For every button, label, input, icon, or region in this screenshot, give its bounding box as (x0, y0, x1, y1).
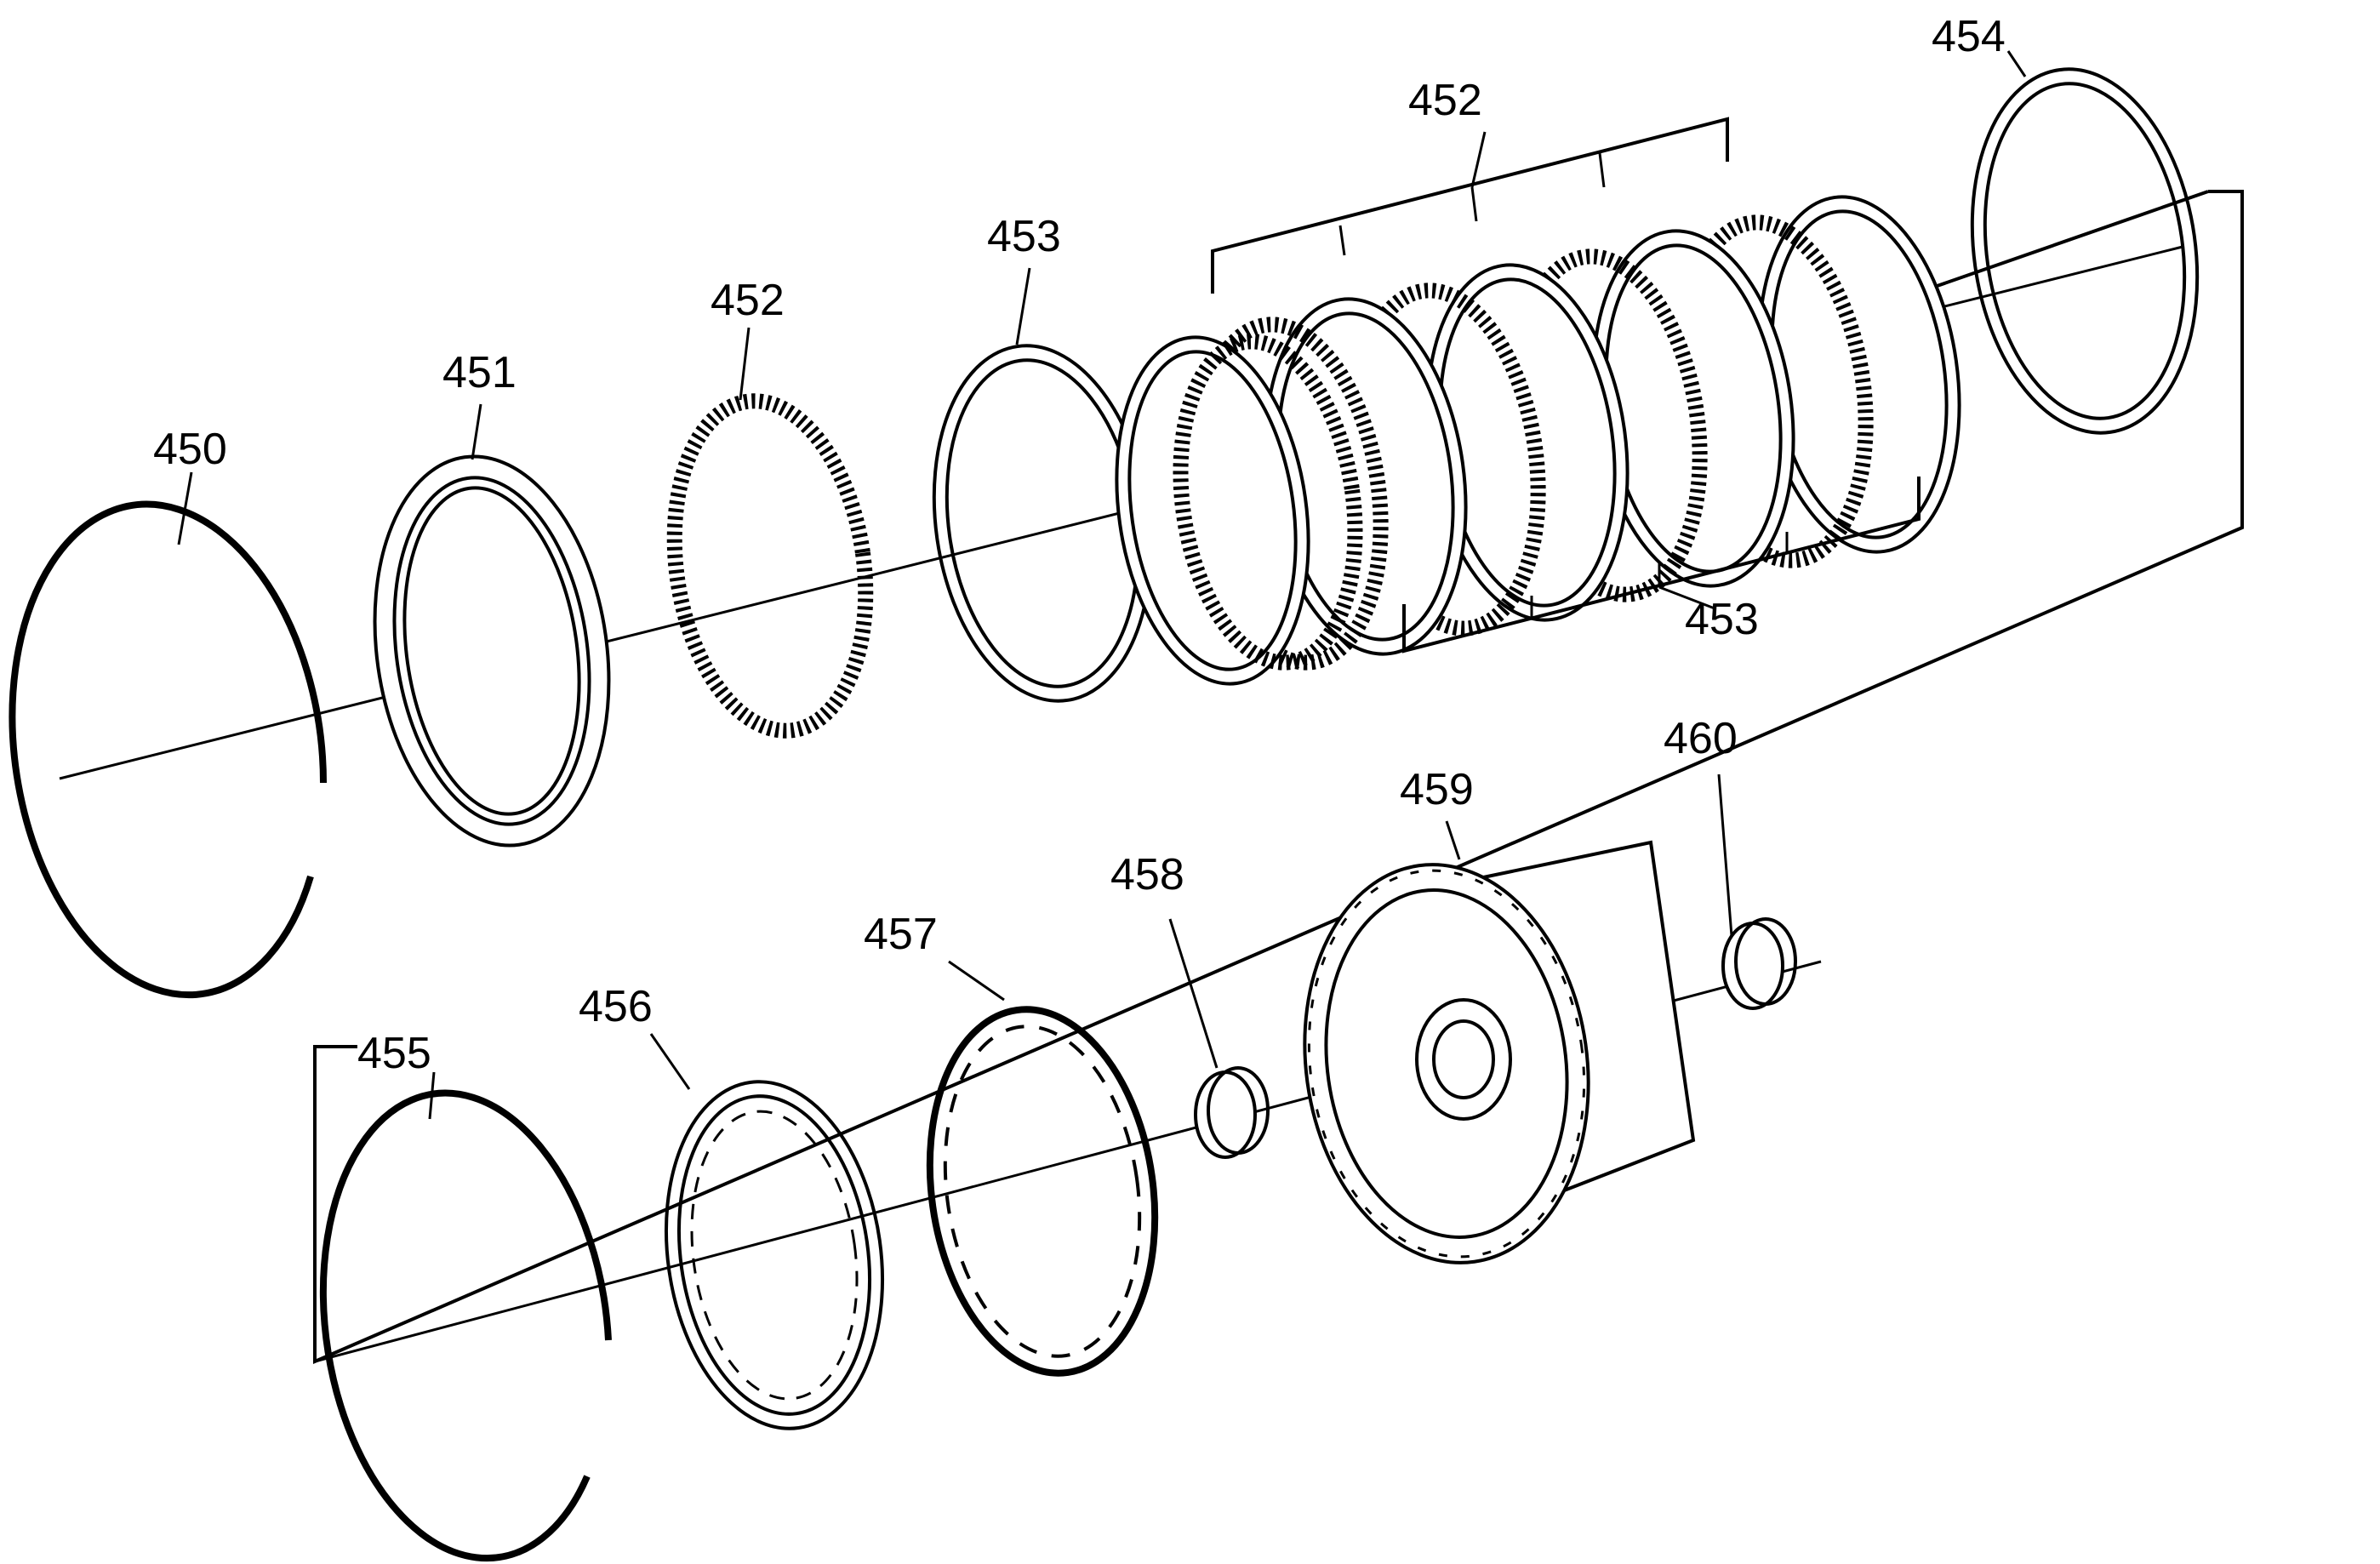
part-458-seal (1168, 918, 1270, 1159)
callout-451: 451 (442, 348, 517, 397)
part-460-bushing (1717, 773, 1797, 1010)
part-457-piston (926, 960, 1159, 1377)
callout-450: 450 (153, 425, 227, 474)
part-452-friction-plate (666, 327, 874, 739)
part-459-clutch-housing (1303, 820, 1696, 1264)
part-451-backing-plate (373, 403, 611, 848)
part-450-snap-ring (9, 471, 327, 999)
callout-453-single: 453 (987, 212, 1061, 261)
callout-459: 459 (1400, 765, 1474, 814)
callout-456: 456 (579, 982, 653, 1031)
callout-458: 458 (1110, 850, 1184, 899)
callout-453-group: 453 (1685, 595, 1759, 644)
callout-452-group: 452 (1408, 76, 1482, 125)
callout-454: 454 (1932, 12, 2006, 61)
bracket-452-group (1211, 117, 1729, 294)
clutch-pack-stack (1115, 195, 1961, 686)
part-454-steel-plate (1970, 50, 2200, 435)
callout-457: 457 (864, 910, 938, 959)
bracket-453-group (1402, 477, 1921, 654)
callout-455: 455 (357, 1029, 431, 1078)
callout-460: 460 (1664, 714, 1738, 763)
part-456-spring-retainer (649, 1033, 885, 1430)
callout-452-single: 452 (711, 276, 785, 325)
part-455-snap-ring (319, 1071, 612, 1562)
callout-labels: 450 451 452 453 452 454 453 455 456 457 … (153, 12, 2006, 1078)
assembly-bracket-frame (313, 190, 2244, 1365)
